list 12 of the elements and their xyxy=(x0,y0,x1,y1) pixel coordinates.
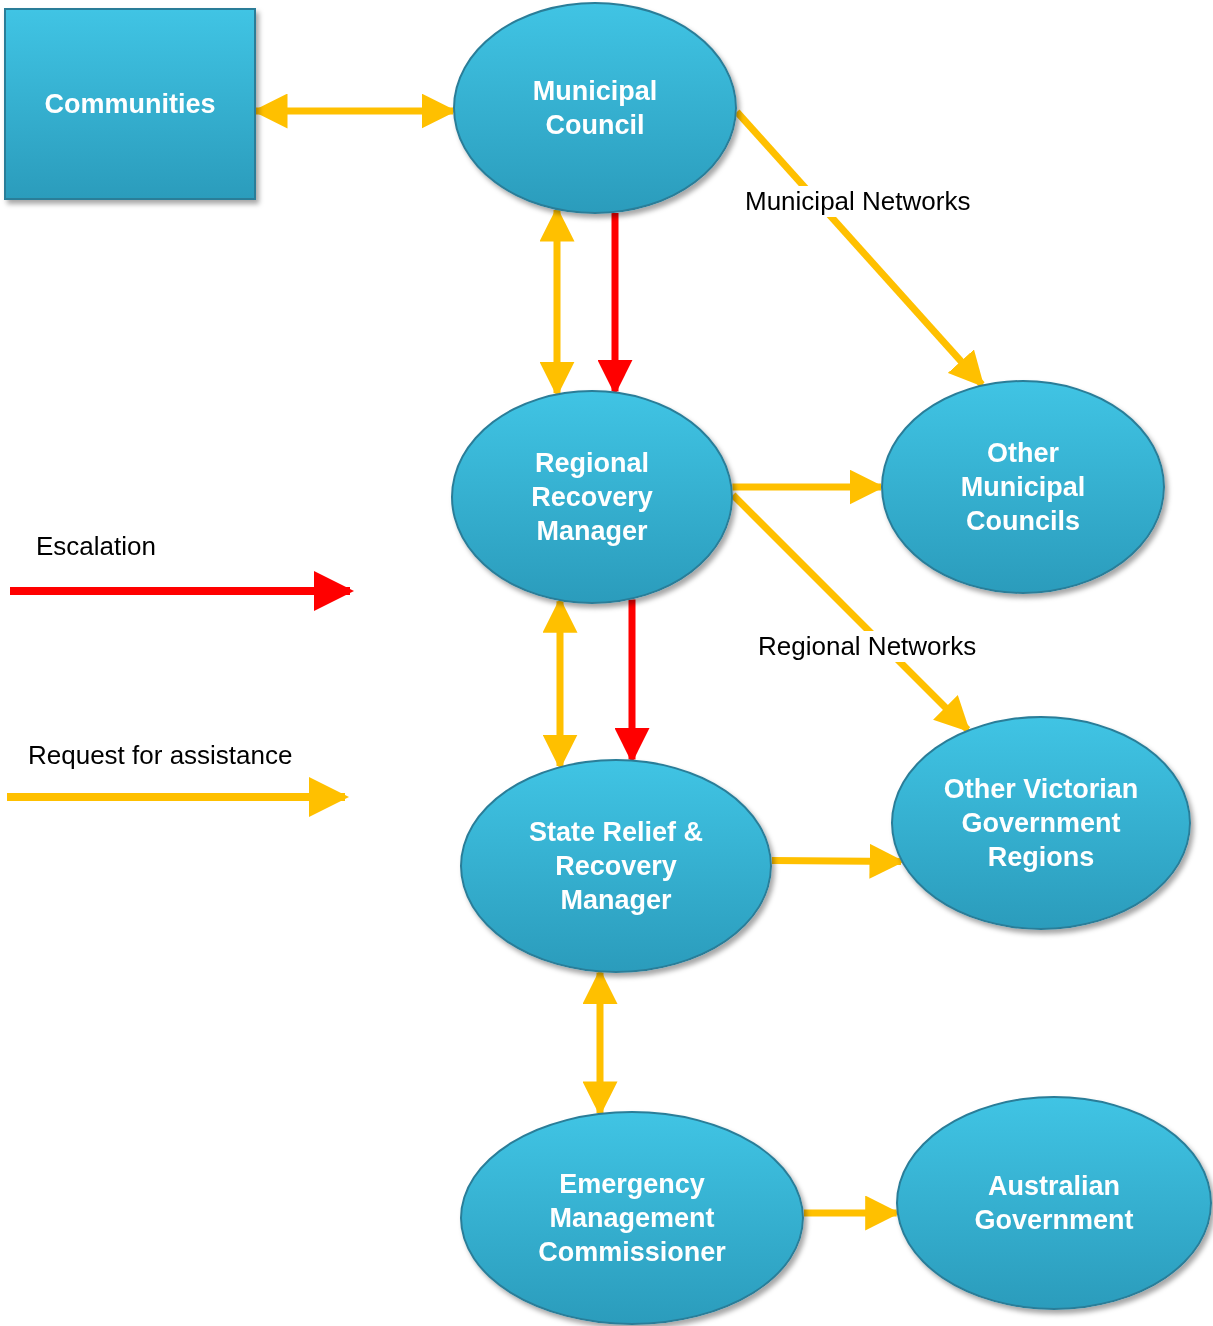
node-label: Other Municipal Councils xyxy=(959,437,1087,538)
arrow xyxy=(734,109,985,388)
node-label: State Relief & Recovery Manager xyxy=(527,816,705,917)
legend-label: Request for assistance xyxy=(28,740,293,771)
node-label: Communities xyxy=(44,88,216,121)
stakeholder-box xyxy=(4,8,256,200)
node-label: Municipal Council xyxy=(531,75,659,142)
node-label: Emergency Management Commissioner xyxy=(537,1168,727,1269)
node-label: Australian Government xyxy=(973,1170,1135,1237)
node-label: Other Victorian Government Regions xyxy=(942,773,1140,874)
legend-label: Escalation xyxy=(36,531,156,562)
node-label: Regional Recovery Manager xyxy=(530,447,654,548)
